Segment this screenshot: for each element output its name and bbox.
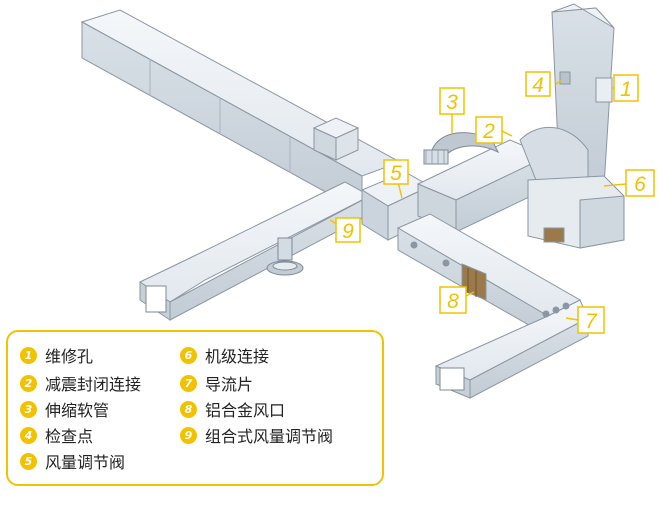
callout-2: 2: [475, 116, 503, 144]
callout-3-number: 3: [446, 91, 458, 114]
callout-6: 6: [625, 169, 655, 197]
callout-2-number: 2: [482, 120, 495, 143]
legend-item-3: 3 伸缩软管: [20, 398, 109, 420]
legend-label-5: 风量调节阀: [45, 453, 126, 472]
legend-bullet-6: 6: [180, 346, 197, 364]
vertical-tower: [519, 3, 625, 249]
callout-5: 5: [383, 159, 409, 185]
legend-bullet-8: 8: [180, 400, 197, 418]
legend-label-6: 机级连接: [205, 347, 270, 366]
legend-item-1: 1 维修孔: [20, 344, 93, 366]
legend-label-2: 减震封闭连接: [45, 375, 142, 394]
legend-item-2: 2 减震封闭连接: [20, 372, 141, 394]
legend-label-9: 组合式风量调节阀: [205, 427, 334, 446]
legend-bullet-5: 5: [20, 452, 37, 470]
leader-lines: [329, 79, 627, 321]
legend-item-8: 8 铝合金风口: [180, 398, 285, 420]
callout-9-number: 9: [342, 220, 354, 243]
legend-label-3: 伸缩软管: [45, 401, 110, 420]
legend-item-5: 5 风量调节阀: [20, 450, 125, 472]
callout-4: 4: [525, 71, 551, 97]
legend-label-8: 铝合金风口: [205, 401, 286, 420]
callout-1: 1: [613, 74, 639, 102]
callout-9: 9: [335, 217, 361, 243]
ceiling-diffuser: [266, 237, 304, 276]
callout-7: 7: [577, 306, 605, 334]
duct-stub: [312, 117, 360, 161]
legend-item-4: 4 检查点: [20, 424, 93, 446]
main-diagonal-duct: [80, 9, 402, 213]
legend-bullet-2: 2: [20, 374, 37, 392]
legend-label-4: 检查点: [45, 427, 94, 446]
legend-bullet-9: 9: [180, 426, 197, 444]
legend-box: 1 维修孔 2 减震封闭连接 3 伸缩软管 4 检查点 5 风量调节阀 6 机级…: [6, 330, 384, 486]
callout-3: 3: [439, 87, 465, 115]
legend-bullet-1: 1: [20, 346, 37, 364]
legend-item-6: 6 机级连接: [180, 344, 269, 366]
left-branch-duct: [138, 181, 372, 321]
legend-bullet-3: 3: [20, 400, 37, 418]
legend-bullet-7: 7: [180, 374, 197, 392]
callout-5-number: 5: [390, 162, 402, 185]
callout-8: 8: [439, 286, 467, 314]
bottom-elbow-duct: [434, 299, 589, 399]
legend-item-7: 7 导流片: [180, 372, 253, 394]
callout-1-number: 1: [620, 78, 632, 101]
legend-label-7: 导流片: [205, 375, 254, 394]
legend-bullet-4: 4: [20, 426, 37, 444]
callout-6-number: 6: [634, 173, 646, 196]
callout-4-number: 4: [532, 74, 544, 97]
callout-7-number: 7: [585, 310, 598, 333]
callout-8-number: 8: [447, 290, 459, 313]
legend-item-9: 9 组合式风量调节阀: [180, 424, 333, 446]
legend-label-1: 维修孔: [45, 347, 94, 366]
